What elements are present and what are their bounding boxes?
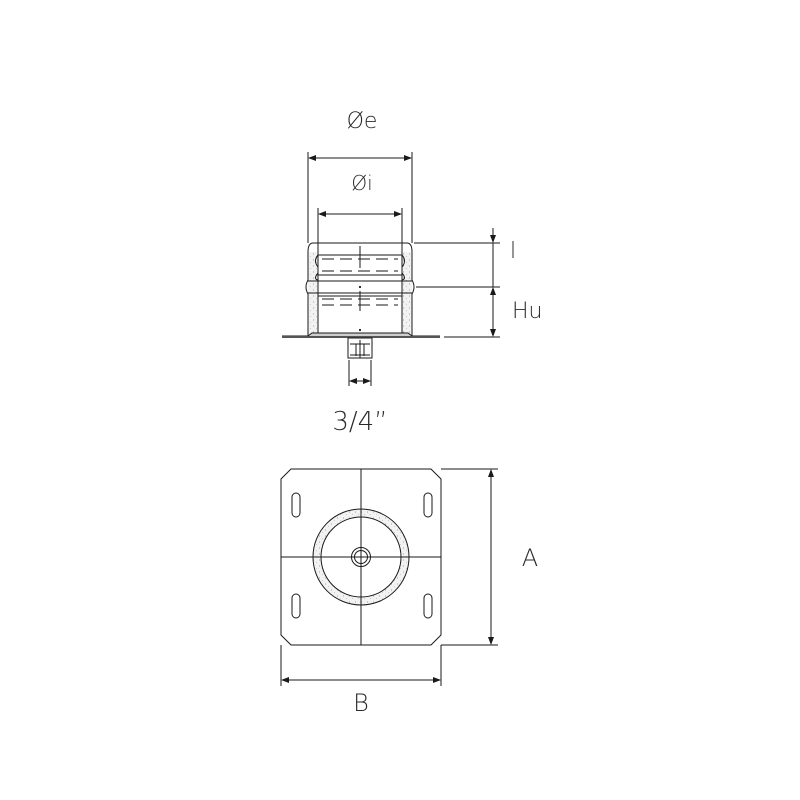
height-dimension [414, 228, 500, 338]
joint-length-label: l [510, 239, 516, 264]
a-dimension [441, 468, 498, 646]
inner-diameter-label: Øi [351, 171, 372, 195]
chimney-section [305, 242, 415, 336]
b-dimension [280, 645, 442, 686]
outer-diameter-label: Øe [347, 109, 378, 134]
drain-nipple [347, 337, 373, 359]
drain-dimension [348, 360, 372, 386]
outer-diameter-dimension [307, 152, 413, 243]
plan-view [280, 468, 498, 686]
inner-diameter-dimension [317, 208, 403, 243]
drain-size-label: 3/4” [332, 407, 387, 437]
base-flange [282, 332, 440, 338]
mounting-slot [291, 593, 301, 619]
mounting-slot [291, 492, 301, 518]
mounting-slot [423, 593, 433, 619]
a-dimension-label: A [522, 544, 538, 572]
base-plate-outline [280, 468, 442, 646]
mounting-slot [423, 492, 433, 518]
b-dimension-label: B [353, 689, 369, 717]
useful-height-label: Hu [512, 299, 543, 324]
side-view [282, 152, 500, 386]
